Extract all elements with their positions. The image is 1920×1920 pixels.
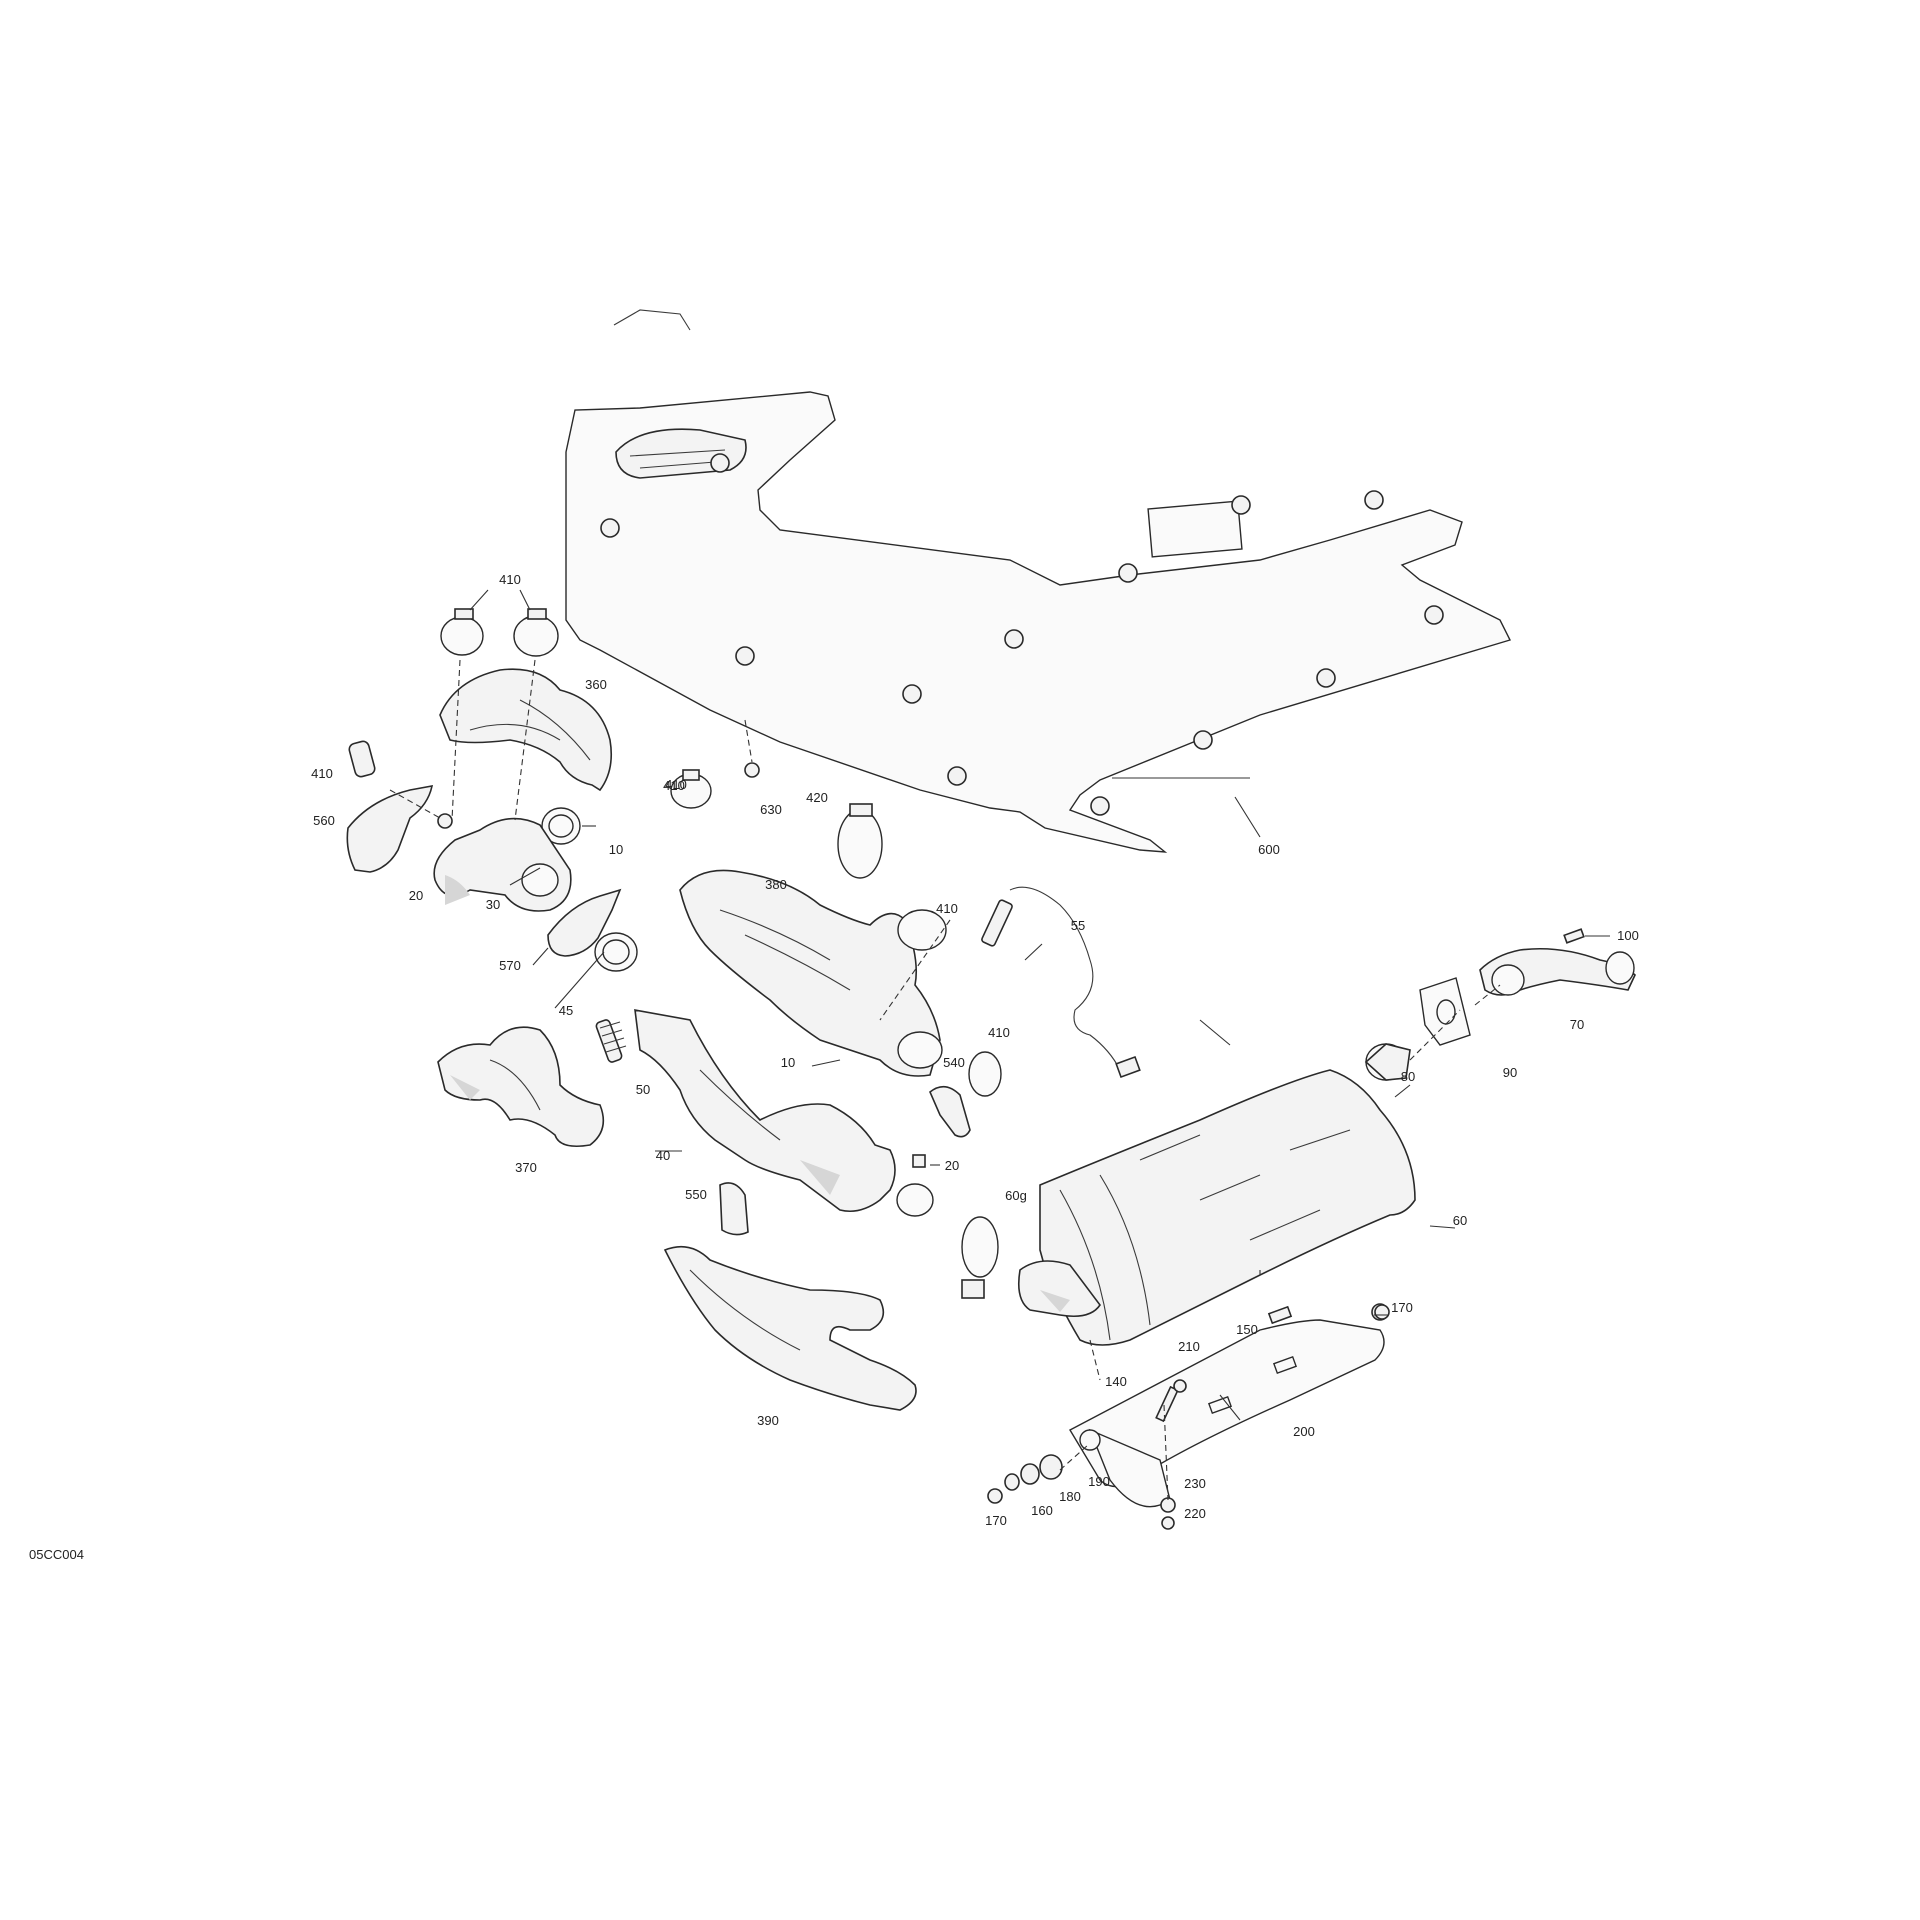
callout-clamp-410-manifold: 410 xyxy=(936,901,958,916)
nut-630 xyxy=(744,762,760,778)
callout-flange-30: 30 xyxy=(485,897,501,912)
skid-plate xyxy=(565,309,1511,853)
callout-bolt-100: 100 xyxy=(1617,928,1639,943)
callout-washer-230: 230 xyxy=(1184,1476,1206,1491)
bracket-200 xyxy=(1069,1319,1385,1508)
callout-nut-220: 220 xyxy=(1184,1506,1206,1521)
callout-clamp-420: 420 xyxy=(806,790,828,805)
sleeve-45 xyxy=(594,932,638,972)
callout-nut-170-right: 170 xyxy=(1391,1300,1413,1315)
heat-shield-570 xyxy=(547,888,622,957)
callout-heat-shield-540: 540 xyxy=(943,1055,965,1070)
spring-50 xyxy=(595,1019,627,1063)
callout-nut-630: 630 xyxy=(760,802,782,817)
tail-pipe-70 xyxy=(1479,947,1636,996)
callout-tail-pipe-70: 70 xyxy=(1569,1017,1585,1032)
callout-heat-shield-370: 370 xyxy=(515,1160,537,1175)
callout-heat-shield-570: 570 xyxy=(499,958,521,973)
callout-sleeve-410-right: 410 xyxy=(988,1025,1010,1040)
muffler-60 xyxy=(1017,1069,1416,1346)
sleeve-410-right xyxy=(968,1051,1002,1097)
callout-pipe-40: 40 xyxy=(655,1148,671,1163)
exhaust-manifold-380 xyxy=(679,869,943,1077)
callout-heat-shield-360: 360 xyxy=(585,677,607,692)
oxygen-sensor-55 xyxy=(981,886,1141,1079)
callout-nut-20-left: 20 xyxy=(408,888,424,903)
leader-lines xyxy=(389,659,1610,1501)
bracket-hardware xyxy=(987,1303,1389,1530)
callout-heat-shield-550: 550 xyxy=(685,1187,707,1202)
callout-manifold-380: 380 xyxy=(765,877,787,892)
callout-washer-210: 210 xyxy=(1178,1339,1200,1354)
callout-sleeve-410: 410 xyxy=(311,766,333,781)
callout-clamp-410-mid: 410 xyxy=(663,778,685,793)
sleeve-410 xyxy=(348,740,376,778)
callout-muffler-60: 60 xyxy=(1452,1213,1468,1228)
bolt-100 xyxy=(1563,928,1585,944)
callout-bracket-200: 200 xyxy=(1293,1424,1315,1439)
callout-sleeve-80: 80 xyxy=(1400,1069,1416,1084)
callout-gasket-10-upper: 10 xyxy=(608,842,624,857)
callout-bolt-150: 150 xyxy=(1236,1322,1258,1337)
nut-20-mid xyxy=(912,1154,926,1168)
clamp-410-mid xyxy=(670,769,712,809)
callout-clamp-60g: 60g xyxy=(1005,1188,1027,1203)
heat-shield-360 xyxy=(439,668,613,792)
heat-shield-560 xyxy=(346,784,434,873)
callout-clamp-410-a: 410 xyxy=(499,572,521,587)
gasket-10-lower xyxy=(811,1059,841,1067)
callout-washer-160: 160 xyxy=(1031,1503,1053,1518)
heat-shield-390 xyxy=(663,1245,917,1411)
heat-shield-550 xyxy=(719,1182,749,1236)
callout-o2-sensor-55: 55 xyxy=(1070,918,1086,933)
clamp-420 xyxy=(837,803,883,879)
clamp-410-manifold xyxy=(897,909,947,951)
callout-heat-shield-390: 390 xyxy=(757,1413,779,1428)
callout-spring-50: 50 xyxy=(635,1082,651,1097)
nut-170-right xyxy=(1374,1304,1390,1320)
diagram-code: 05CC004 xyxy=(29,1547,84,1562)
skid-plate-fasteners xyxy=(600,453,1444,816)
exhaust-flange-30 xyxy=(433,817,572,912)
heat-shield-370 xyxy=(437,1026,605,1148)
callout-nut-170-left: 170 xyxy=(985,1513,1007,1528)
callout-gasket-90: 90 xyxy=(1502,1065,1518,1080)
exhaust-pipe-40 xyxy=(634,1009,934,1217)
callout-gasket-10-lower: 10 xyxy=(780,1055,796,1070)
callout-spacer-180: 180 xyxy=(1059,1489,1081,1504)
hose-clamps-top xyxy=(440,589,559,657)
heat-shield-540 xyxy=(929,1085,971,1138)
callout-grommet-190: 190 xyxy=(1088,1474,1110,1489)
nut-20-left xyxy=(437,813,453,829)
callout-sleeve-45: 45 xyxy=(558,1003,574,1018)
callout-heat-shield-560: 560 xyxy=(313,813,335,828)
callout-bolt-140: 140 xyxy=(1105,1374,1127,1389)
callout-skid-plate-600: 600 xyxy=(1258,842,1280,857)
clamp-60g xyxy=(961,1216,999,1299)
gasket-90 xyxy=(1419,977,1471,1046)
callout-nut-20-mid: 20 xyxy=(944,1158,960,1173)
gasket-10-upper xyxy=(541,807,596,845)
sleeve-80 xyxy=(1364,1043,1411,1081)
callout-clamp-410-b: 410 xyxy=(665,777,687,792)
